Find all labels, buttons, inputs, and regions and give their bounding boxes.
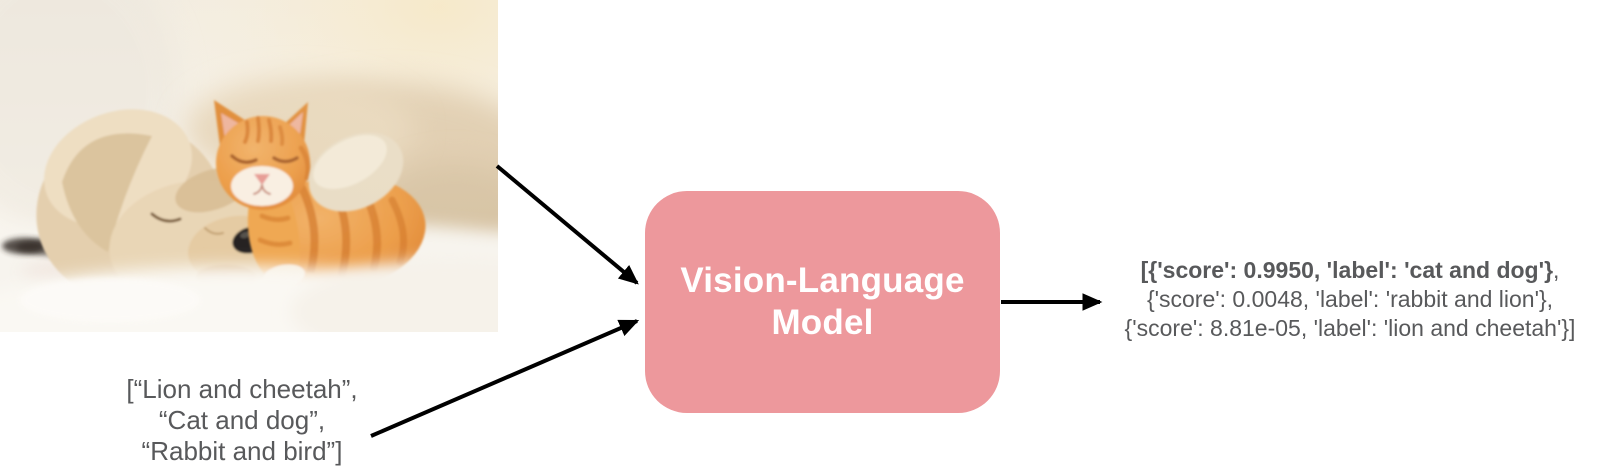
- output-scores-text: [{'score': 0.9950, 'label': 'cat and dog…: [1095, 256, 1600, 343]
- output-line-3: {'score': 8.81e-05, 'label': 'lion and c…: [1124, 315, 1576, 341]
- pets-photo-illustration: [0, 0, 498, 332]
- pets-photo: [0, 0, 498, 332]
- candidate-labels-text: [“Lion and cheetah”, “Cat and dog”, “Rab…: [60, 374, 424, 467]
- candidate-label-line-1: [“Lion and cheetah”,: [126, 374, 358, 404]
- output-line-1: [{'score': 0.9950, 'label': 'cat and dog…: [1095, 256, 1600, 285]
- arrow-image-to-model: [495, 164, 639, 285]
- output-line-2: {'score': 0.0048, 'label': 'rabbit and l…: [1146, 286, 1554, 312]
- output-line-1-bold: [{'score': 0.9950, 'label': 'cat and dog…: [1140, 257, 1554, 283]
- vision-language-model-label: Vision-Language Model: [680, 261, 965, 342]
- output-line-1-tail: ,: [1553, 257, 1560, 283]
- candidate-label-line-3: “Rabbit and bird”]: [141, 436, 343, 466]
- vision-language-model-box: Vision-Language Model: [645, 191, 1000, 413]
- candidate-label-line-2: “Cat and dog”,: [158, 405, 326, 435]
